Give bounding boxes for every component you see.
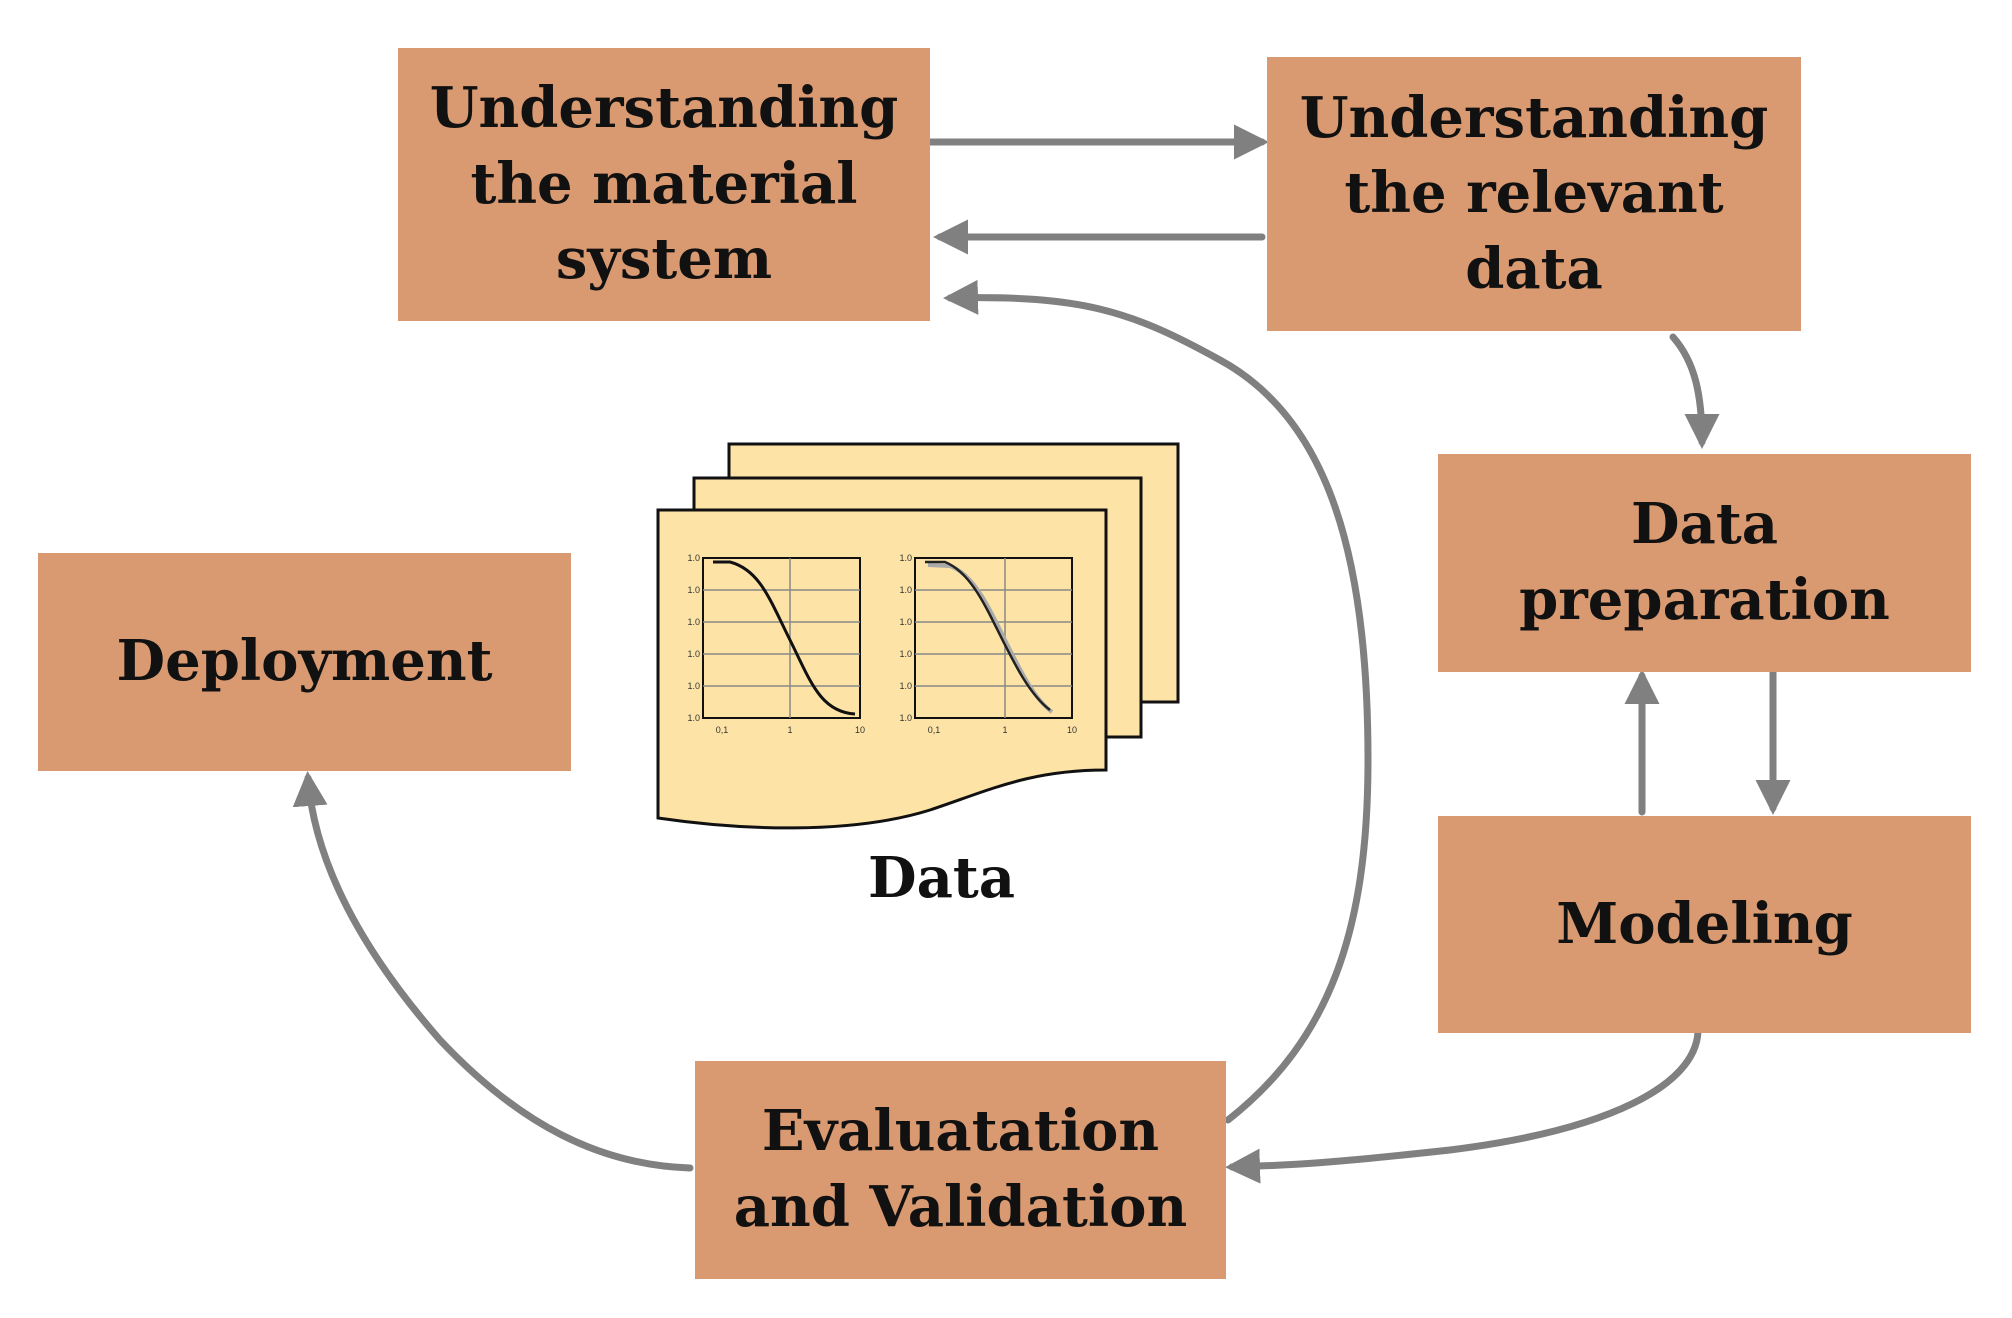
mini-chart-1-curve bbox=[713, 560, 856, 716]
mini-chart-1-ytick: 1.0 bbox=[687, 553, 700, 563]
arrow-data-to-preparation bbox=[1669, 333, 1720, 449]
mini-chart-2-ytick: 1.0 bbox=[899, 553, 912, 563]
mini-chart-2-ytick: 1.0 bbox=[899, 617, 912, 627]
mini-chart-1-xtick: 1 bbox=[787, 725, 792, 735]
mini-chart-1-ytick: 1.0 bbox=[687, 649, 700, 659]
arrow-evaluation-to-material bbox=[943, 279, 1372, 1124]
mini-chart-2-ytick: 1.0 bbox=[899, 681, 912, 691]
mini-chart-2-frame bbox=[914, 557, 1073, 719]
mini-chart-2-ytick: 1.0 bbox=[899, 585, 912, 595]
box-understanding-material-system-label: Understanding the material system bbox=[429, 75, 899, 293]
mini-chart-2-xtick: 10 bbox=[1067, 725, 1077, 735]
mini-chart-1-ytick: 1.0 bbox=[687, 713, 700, 723]
box-evaluation-validation-label: Evaluatation and Validation bbox=[733, 1098, 1188, 1240]
box-understanding-material-system: Understanding the material system bbox=[398, 48, 930, 321]
mini-chart-1-ytick: 1.0 bbox=[687, 617, 700, 627]
box-deployment-label: Deployment bbox=[116, 628, 493, 695]
box-understanding-relevant-data: Understanding the relevant data bbox=[1267, 57, 1801, 331]
arrow-evaluation-to-deployment bbox=[292, 771, 694, 1172]
mini-chart-1-frame bbox=[702, 557, 861, 719]
mini-chart-1-xtick: 0,1 bbox=[716, 725, 729, 735]
mini-chart-1-xtick: 10 bbox=[855, 725, 865, 735]
data-sheets-icon: 1.0 1.0 1.0 1.0 1.0 1.0 0,1 1 10 bbox=[656, 442, 1180, 830]
box-deployment: Deployment bbox=[38, 553, 571, 771]
mini-chart-1-ytick: 1.0 bbox=[687, 585, 700, 595]
box-data-preparation-label: Data preparation bbox=[1519, 491, 1890, 633]
box-data-preparation: Data preparation bbox=[1438, 454, 1971, 672]
mini-chart-2: 1.0 1.0 1.0 1.0 1.0 1.0 0,1 1 10 bbox=[899, 553, 1077, 735]
mini-chart-2-xtick: 0,1 bbox=[928, 725, 941, 735]
mini-chart-1-ytick: 1.0 bbox=[687, 681, 700, 691]
data-icon-label: Data bbox=[868, 845, 1015, 911]
box-evaluation-validation: Evaluatation and Validation bbox=[695, 1061, 1226, 1279]
mini-chart-2-curve bbox=[925, 560, 1051, 711]
mini-chart-2-ytick: 1.0 bbox=[899, 649, 912, 659]
mini-chart-2-ytick: 1.0 bbox=[899, 713, 912, 723]
mini-chart-2-xtick: 1 bbox=[1002, 725, 1007, 735]
mini-chart-1: 1.0 1.0 1.0 1.0 1.0 1.0 0,1 1 10 bbox=[687, 553, 865, 735]
box-modeling-label: Modeling bbox=[1556, 890, 1853, 957]
box-modeling: Modeling bbox=[1438, 816, 1971, 1033]
arrow-modeling-to-evaluation bbox=[1225, 1028, 1702, 1184]
box-understanding-relevant-data-label: Understanding the relevant data bbox=[1299, 84, 1769, 302]
